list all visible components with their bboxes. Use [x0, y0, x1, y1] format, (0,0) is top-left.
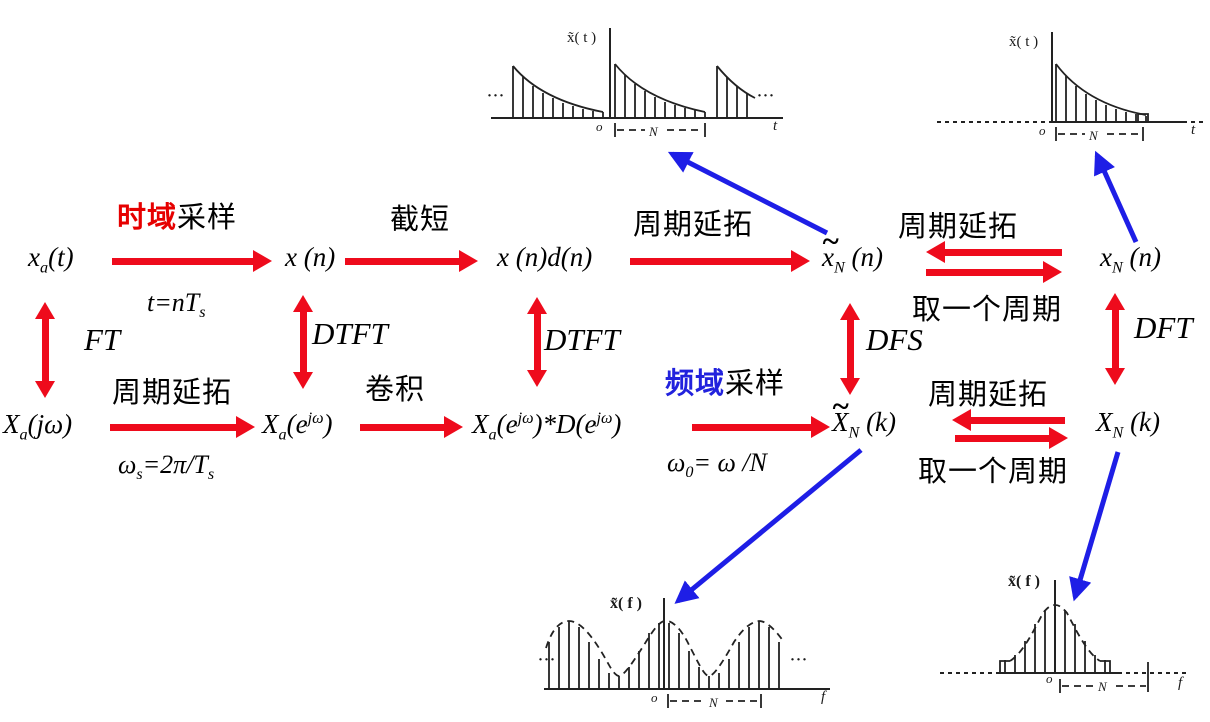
label-dft: DFT: [1134, 310, 1193, 345]
right-step: [1100, 660, 1111, 673]
period-label: N: [1097, 679, 1108, 694]
arrow-time-sampling: [112, 250, 272, 272]
plot-periodic-sampled-spectrum: x̃( f ) o N f ··· ···: [538, 595, 830, 710]
arrow-periodic-extension-bottom-left: [110, 416, 255, 438]
plot-single-sampled-spectrum: x̃( f ) o N f: [940, 573, 1190, 694]
origin-label: o: [1046, 671, 1053, 686]
node-Xa-jw: Xa(jω): [3, 409, 73, 444]
period-label: N: [1088, 128, 1099, 143]
plot-ylabel: x̃( t ): [1009, 34, 1038, 50]
node-Xa-ejw: Xa(ejω): [262, 409, 333, 444]
arrow-take-one-period-top: [926, 261, 1062, 283]
ellipsis-right: ···: [790, 652, 808, 668]
label-time-domain-sampling: 时域采样: [117, 194, 237, 236]
period-label: N: [648, 124, 659, 139]
end-step: [1137, 113, 1149, 122]
label-time-domain: 时域: [117, 202, 178, 234]
formula-w0-w-N: ω0= ω /N: [667, 448, 767, 482]
node-XN-k: XN (k): [1096, 407, 1161, 442]
label-dtft2: DTFT: [544, 322, 620, 357]
label-ft: FT: [84, 322, 121, 357]
plot-ylabel: x̃( f ): [610, 595, 642, 612]
ellipsis-right: ···: [757, 88, 775, 104]
label-take-one-period-bottom: 取一个周期: [918, 456, 1069, 488]
plot-xlabel: t: [1191, 122, 1196, 138]
plot-periodic-sampled-decay: x̃( t ) o N t ··· ···: [487, 28, 783, 139]
label-truncate: 截短: [390, 204, 451, 236]
node-x-n-d-n: x (n)d(n): [497, 242, 593, 272]
stems-period1: [512, 66, 604, 118]
envelope-period3: [716, 65, 756, 99]
label-sampling: 采样: [177, 202, 238, 234]
ellipsis-left: ···: [487, 88, 505, 104]
node-xa-t: xa(t): [28, 242, 74, 277]
label-convolution: 卷积: [365, 374, 426, 406]
stems: [1004, 605, 1106, 673]
node-XN-tilde-k: ~XN (k): [832, 387, 897, 442]
stems-period3: [716, 66, 748, 118]
envelope-period2: [614, 63, 706, 113]
plot-xlabel: f: [1178, 675, 1184, 691]
pointer-xN-n-to-plot: [1094, 150, 1139, 244]
plot-ylabel: x̃( f ): [1008, 573, 1040, 590]
node-x-n: x (n): [285, 242, 336, 272]
envelope-period1: [512, 65, 604, 113]
origin-label: o: [1039, 123, 1046, 138]
origin-label: o: [651, 690, 658, 705]
plot-ylabel: x̃( t ): [567, 30, 596, 46]
plot-xlabel: t: [773, 118, 778, 134]
stems: [1055, 64, 1147, 122]
arrow-dfs-pair: [840, 303, 860, 395]
origin-label: o: [596, 119, 603, 134]
arrow-truncate: [345, 250, 478, 272]
left-step: [999, 660, 1010, 673]
formula-ws-2pi-Ts: ωs=2π/Ts: [118, 450, 215, 484]
node-xN-n: xN (n): [1100, 242, 1162, 277]
stems: [548, 621, 780, 689]
label-periodic-extension-right-bottom: 周期延拓: [928, 379, 1049, 411]
label-periodic-extension-right-top: 周期延拓: [898, 211, 1019, 243]
arrow-ft-pair: [35, 302, 55, 398]
label-freq-domain: 频域: [665, 368, 726, 400]
formula-t-nTs: t=nTs: [147, 288, 206, 322]
plot-xlabel: f: [821, 689, 827, 705]
envelope-dashed: [545, 619, 785, 677]
label-periodic-extension-bottom-left: 周期延拓: [112, 377, 233, 409]
label-freq-domain-sampling: 频域采样: [665, 360, 785, 402]
arrow-freq-sampling: [692, 416, 830, 438]
stems-period2: [614, 64, 706, 118]
plot-single-sampled-decay: x̃( t ) o N t: [937, 32, 1203, 143]
arrow-periodic-extension-top: [630, 250, 810, 272]
arrow-take-one-period-bottom: [955, 427, 1068, 449]
envelope-dashed: [1009, 604, 1101, 662]
arrow-dtft1-pair: [293, 295, 313, 389]
label-sampling: 采样: [725, 368, 786, 400]
node-xN-tilde-n: ~xN (n): [822, 222, 884, 277]
ellipsis-left: ···: [538, 652, 556, 668]
arrow-dft-pair: [1105, 293, 1125, 385]
node-Xa-ejw-conv: Xa(ejω)*D(ejω): [472, 409, 622, 444]
arrow-convolution: [360, 416, 463, 438]
envelope: [1055, 63, 1147, 116]
arrow-dtft2-pair: [527, 297, 547, 387]
label-periodic-extension-top: 周期延拓: [633, 209, 754, 241]
period-label: N: [708, 695, 719, 710]
label-take-one-period-top: 取一个周期: [912, 294, 1063, 326]
label-dtft1: DTFT: [312, 316, 388, 351]
arrow-periodic-extension-right-top: [926, 241, 1062, 263]
arrow-periodic-extension-right-bottom: [952, 409, 1065, 431]
label-dfs: DFS: [866, 322, 923, 357]
